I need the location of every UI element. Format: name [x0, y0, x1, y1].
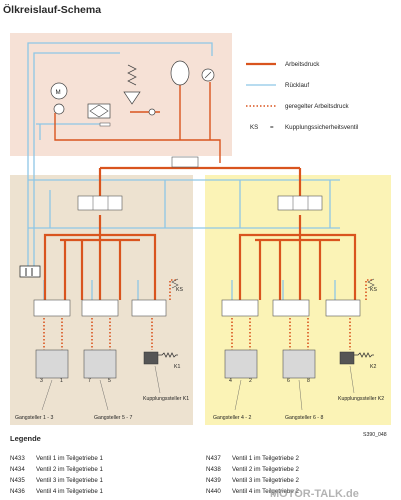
valve-n438: [272, 299, 310, 317]
legend-text: Ventil 3 im Teilgetriebe 1: [36, 477, 104, 484]
label-clutch-k2: Kupplungssteller K2: [338, 396, 384, 402]
pump-panel: [10, 33, 232, 156]
ks-label-1: KS: [176, 287, 183, 293]
gear-actuators: 3 1 7 5 4 2 6 8: [35, 349, 316, 384]
legend-code: N440: [206, 488, 221, 495]
pump-icon: [53, 103, 65, 115]
spring-icon: [127, 64, 137, 86]
legend-text: Ventil 1 im Teilgetriebe 2: [232, 455, 300, 462]
page-title: Ölkreislauf-Schema: [3, 3, 101, 16]
legend-code: N436: [10, 488, 25, 495]
gear-actuator-1-3: [35, 349, 69, 379]
clutch-actuator-k2: [339, 351, 355, 365]
clutch-label-k1: K1: [174, 364, 180, 370]
sensor-label-3: 3: [40, 378, 43, 384]
label-gear-5-7: Gangsteller 5 - 7: [94, 415, 132, 421]
sensor-label-4: 4: [229, 378, 232, 384]
filter-icon: [87, 103, 111, 119]
sensor-label-7: 7: [88, 378, 91, 384]
valve-n434: [81, 299, 119, 317]
legend-table: N433 Ventil 1 im Teilgetriebe 1 N434 Ven…: [10, 455, 300, 495]
figure-id: S390_048: [363, 432, 387, 438]
label-clutch-k1: Kupplungssteller K1: [143, 396, 189, 402]
line-legend: Arbeitsdruck Rücklauf geregelter Arbeits…: [246, 61, 358, 131]
legend-ks-eq: =: [270, 124, 274, 131]
oil-reservoir-icon: [19, 265, 41, 278]
ks-label-2: KS: [370, 287, 377, 293]
sensor-label-1: 1: [60, 378, 63, 384]
sensor-label-2: 2: [249, 378, 252, 384]
legend-code: N437: [206, 455, 221, 462]
accumulator-icon: [170, 60, 190, 86]
clutch-actuators: K1 K2: [143, 351, 376, 370]
legend-return-label: Rücklauf: [285, 82, 309, 89]
legend-code: N434: [10, 466, 25, 473]
legend-heading: Legende: [10, 434, 41, 443]
check-valve-icon: [123, 91, 141, 105]
distribution-valve-1: [77, 195, 123, 211]
actuator-valves: [33, 299, 361, 317]
label-gear-1-3: Gangsteller 1 - 3: [15, 415, 53, 421]
label-gear-4-2: Gangsteller 4 - 2: [213, 415, 251, 421]
distribution-valve-2: [277, 195, 323, 211]
pressure-sensor-icon: [171, 156, 199, 168]
legend-text: Ventil 4 im Teilgetriebe 2: [232, 488, 300, 495]
gear-actuator-4-2: [224, 349, 258, 379]
valve-n437: [221, 299, 259, 317]
legend-code: N435: [10, 477, 25, 484]
legend-code: N433: [10, 455, 25, 462]
sensor-label-8: 8: [307, 378, 310, 384]
nozzle-icon: [148, 108, 156, 116]
component-labels: Kupplungssteller K1 Kupplungssteller K2 …: [15, 365, 384, 421]
legend-text: Ventil 4 im Teilgetriebe 1: [36, 488, 104, 495]
legend-ks-desc: Kupplungssicherheitsventil: [285, 124, 358, 131]
clutch-label-k2: K2: [370, 364, 376, 370]
pressure-lines: [43, 82, 357, 300]
legend-text: Ventil 2 im Teilgetriebe 1: [36, 466, 104, 473]
legend-text: Ventil 3 im Teilgetriebe 2: [232, 477, 300, 484]
watermark: MOTOR-TALK.de: [270, 488, 359, 500]
ks-valve-1-icon: [171, 278, 179, 289]
gear-actuator-6-8: [282, 349, 316, 379]
pump-assembly: M: [50, 60, 215, 168]
return-filter-icon: [99, 122, 111, 127]
legend-text: Ventil 1 im Teilgetriebe 1: [36, 455, 104, 462]
valve-n435: [131, 299, 167, 317]
label-gear-6-8: Gangsteller 6 - 8: [285, 415, 323, 421]
legend-code: N439: [206, 477, 221, 484]
sensor-label-6: 6: [287, 378, 290, 384]
gear-actuator-5-7: [83, 349, 117, 379]
legend-text: Ventil 2 im Teilgetriebe 2: [232, 466, 300, 473]
ks-valve-2-icon: [367, 278, 375, 289]
legend-regulated-label: geregelter Arbeitsdruck: [285, 103, 350, 110]
legend-ks-abbr: KS: [250, 124, 258, 131]
motor-icon: [50, 82, 68, 100]
legend-code: N438: [206, 466, 221, 473]
distribution-valves: [77, 195, 323, 211]
ks-valves: KS KS: [171, 278, 377, 293]
valve-n433: [33, 299, 71, 317]
clutch-actuator-k1: [143, 351, 159, 365]
legend-pressure-label: Arbeitsdruck: [285, 61, 320, 68]
valve-n439: [325, 299, 361, 317]
motor-label: M: [56, 89, 61, 96]
sensor-label-5: 5: [108, 378, 111, 384]
